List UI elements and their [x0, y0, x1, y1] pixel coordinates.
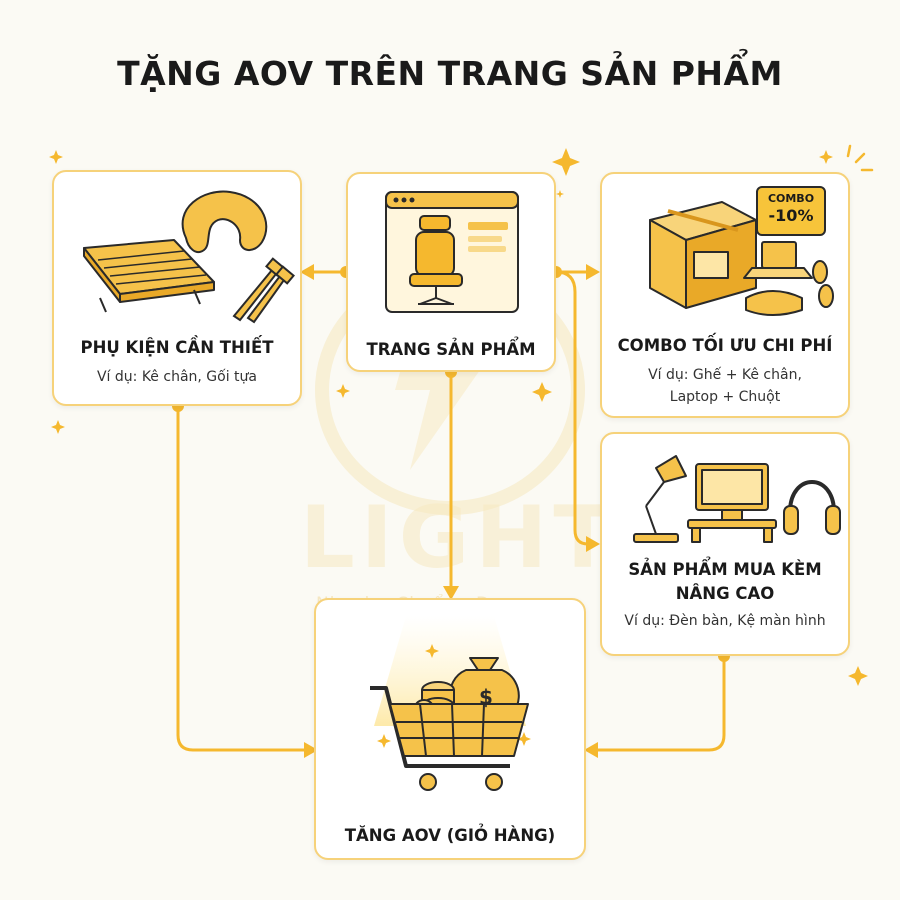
combo-box-icon [649, 201, 834, 316]
product-page-card: TRANG SẢN PHẨM [346, 172, 556, 372]
cart-card: $ TĂNG AOV (GIỎ HÀNG) [314, 598, 586, 860]
footrest-pillow-cable-ties-icon [83, 190, 295, 324]
accessories-title: PHỤ KIỆN CẦN THIẾT [80, 338, 274, 357]
svg-text:$: $ [479, 685, 493, 709]
badge-label: COMBO [767, 192, 815, 205]
arrow-accessories-to-cart [176, 404, 308, 752]
lamp-monitor-headphones-icon [633, 455, 841, 543]
accessories-card: PHỤ KIỆN CẦN THIẾT Ví dụ: Kê chân, Gối t… [52, 170, 302, 406]
page-title: TẶNG AOV TRÊN TRANG SẢN PHẨM [117, 54, 783, 93]
badge-discount: -10% [768, 206, 814, 225]
watermark-word: LIGHT [300, 488, 619, 588]
upsell-title-line1: SẢN PHẨM MUA KÈM [628, 560, 822, 579]
combo-example-line1: Ví dụ: Ghế + Kê chân, [648, 367, 802, 383]
combo-title: COMBO TỐI ƯU CHI PHÍ [617, 336, 833, 355]
arrow-product-to-upsell [554, 270, 590, 546]
upsell-example: Ví dụ: Đèn bàn, Kệ màn hình [624, 613, 826, 629]
accessories-example: Ví dụ: Kê chân, Gối tựa [96, 369, 257, 385]
shopping-cart-money-bag-icon: $ [370, 616, 531, 791]
upsell-title-line2: NÂNG CAO [675, 584, 775, 603]
product-page-title: TRANG SẢN PHẨM [366, 340, 536, 359]
cart-title: TĂNG AOV (GIỎ HÀNG) [344, 826, 556, 845]
product-page-chair-icon [385, 191, 519, 313]
discount-badge: COMBO -10% [756, 186, 826, 236]
arrow-upsell-to-cart [594, 654, 726, 752]
combo-example-line2: Laptop + Chuột [669, 389, 781, 405]
upsell-card: SẢN PHẨM MUA KÈM NÂNG CAO Ví dụ: Đèn bàn… [600, 432, 850, 656]
